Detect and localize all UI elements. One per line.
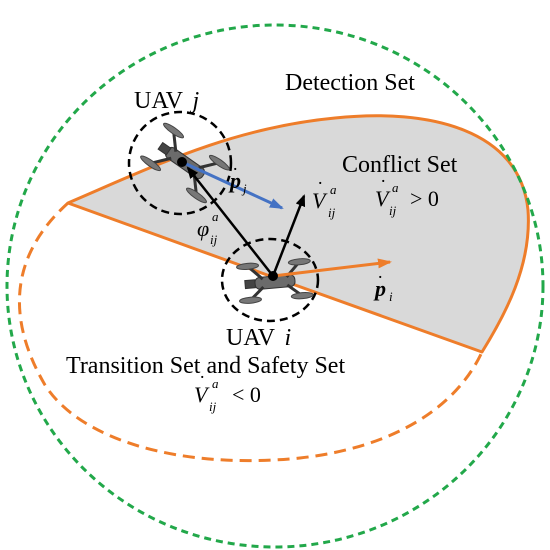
svg-text:V: V: [194, 382, 210, 407]
p-dot-j-arrow: [181, 160, 284, 210]
svg-text:ij: ij: [389, 203, 397, 218]
svg-text:.: .: [200, 362, 205, 382]
svg-text:V: V: [375, 186, 391, 211]
svg-text:.: .: [318, 168, 323, 188]
uav-i-label: UAV i: [226, 325, 291, 351]
svg-text:ij: ij: [210, 232, 218, 247]
p-dot-i-arrow: [272, 258, 392, 278]
detection-set-boundary: [5, 23, 545, 549]
svg-text:j: j: [241, 181, 247, 196]
conflict-set-region: [66, 114, 530, 354]
svg-text:.: .: [381, 166, 386, 186]
relative-position-arrow: [186, 166, 274, 277]
transition-set-boundary: [17, 201, 484, 463]
svg-text:> 0: > 0: [410, 186, 439, 211]
svg-text:V: V: [312, 188, 328, 213]
svg-text:.: .: [233, 154, 238, 174]
svg-text:< 0: < 0: [232, 382, 261, 407]
svg-text:a: a: [330, 182, 337, 197]
uav-j-label: UAV j: [134, 88, 199, 114]
svg-text:p: p: [373, 276, 386, 301]
p-dot-j-label: . p j: [228, 154, 247, 196]
uav-i-center-dot: [268, 271, 278, 281]
safety-condition-label: . V a ij < 0: [194, 362, 261, 414]
p-dot-i-label: . p i: [373, 262, 393, 304]
conflict-condition-label: . V a ij > 0: [375, 166, 439, 218]
conflict-set-label: Conflict Set: [342, 152, 458, 178]
svg-text:a: a: [212, 376, 219, 391]
svg-text:i: i: [389, 289, 393, 304]
svg-text:φ: φ: [197, 216, 209, 241]
uav-j-range-circle: [127, 110, 233, 216]
transition-safety-set-label: Transition Set and Safety Set: [66, 353, 345, 379]
uav-j-center-dot: [177, 157, 187, 167]
svg-text:.: .: [378, 262, 383, 282]
uav-i-drone-icon: [236, 258, 314, 304]
svg-text:ij: ij: [209, 399, 217, 414]
svg-text:ij: ij: [328, 205, 336, 220]
v-dot-arrow: [271, 194, 306, 277]
svg-text:a: a: [392, 180, 399, 195]
svg-text:p: p: [228, 168, 241, 193]
uav-i-range-circle: [220, 237, 320, 323]
detection-set-label: Detection Set: [285, 70, 415, 96]
v-dot-label: . V a ij: [312, 168, 337, 220]
svg-text:a: a: [212, 209, 219, 224]
phi-angle-label: φ a ij: [197, 209, 219, 247]
